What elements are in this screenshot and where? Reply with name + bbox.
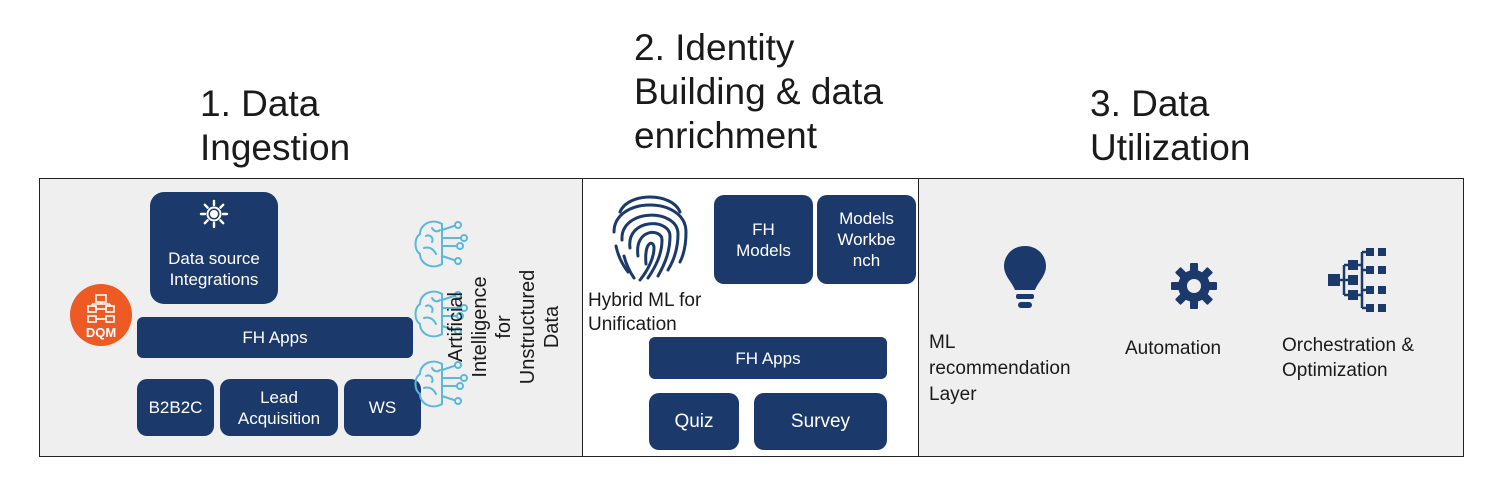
fh-apps-box-2: FH Apps <box>649 337 887 379</box>
panel-data-utilization <box>918 178 1464 457</box>
fingerprint-icon <box>612 195 688 282</box>
fh-apps-box-1: FH Apps <box>137 317 413 358</box>
hierarchy-icon <box>1328 248 1386 312</box>
hybrid-ml-label: Hybrid ML for Unification <box>588 290 702 335</box>
survey-box: Survey <box>754 393 887 450</box>
heading-data-ingestion: 1. Data Ingestion <box>200 83 351 168</box>
b2b2c-box: B2B2C <box>137 379 214 436</box>
lightbulb-icon <box>1004 246 1046 308</box>
fh-models-box: FH Models <box>714 195 813 284</box>
orchestration-label: Orchestration & Optimization <box>1282 335 1414 381</box>
data-source-label: Data source Integrations <box>168 249 260 289</box>
sun-gear-icon <box>199 199 229 229</box>
ws-box: WS <box>344 379 421 436</box>
ai-unstructured-label-wrap: Artificial Intelligence for Unstructured… <box>445 216 563 438</box>
ai-unstructured-label: Artificial Intelligence for Unstructured… <box>445 269 564 385</box>
brain-circuit-icon <box>414 220 468 408</box>
gear-icon <box>1171 263 1217 309</box>
quiz-box: Quiz <box>649 393 739 450</box>
dqm-network-icon <box>87 294 115 323</box>
ml-recommendation-label: ML recommendation Layer <box>929 332 1071 405</box>
lead-acquisition-box: Lead Acquisition <box>220 379 338 436</box>
heading-identity-building: 2. Identity Building & data enrichment <box>634 27 883 156</box>
dqm-label: DQM <box>85 325 117 340</box>
heading-data-utilization: 3. Data Utilization <box>1090 83 1251 168</box>
models-workbench-box: Models Workbe nch <box>817 195 916 284</box>
automation-label: Automation <box>1125 338 1222 359</box>
